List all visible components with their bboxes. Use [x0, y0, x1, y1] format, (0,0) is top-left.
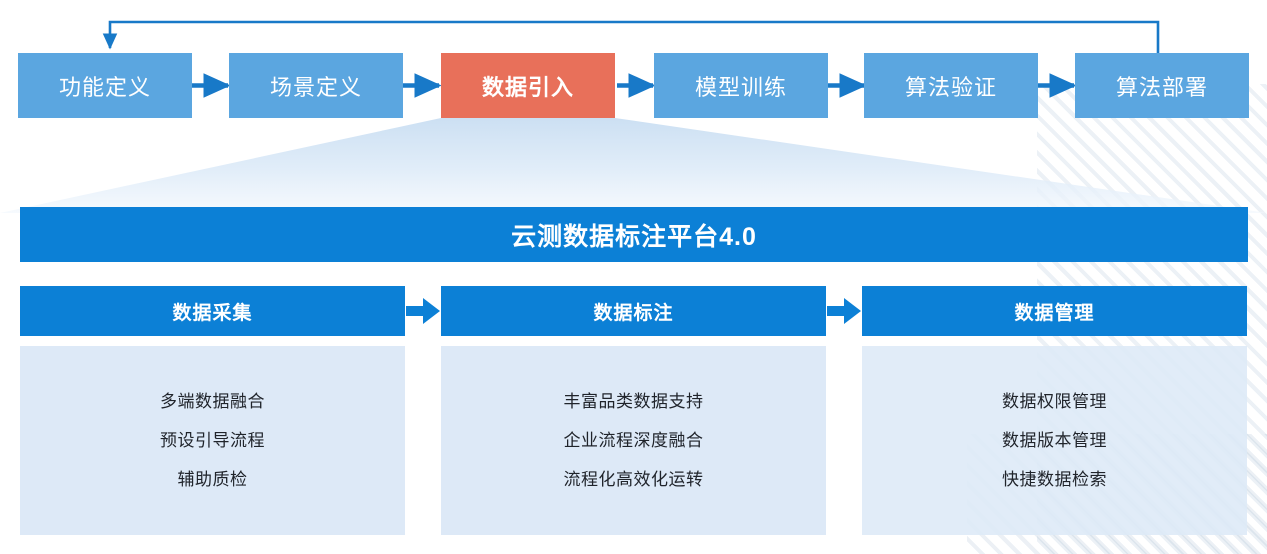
- capability-columns: 数据采集 多端数据融合 预设引导流程 辅助质检 数据标注 丰: [20, 286, 1248, 539]
- flow-step-algorithm-validation[interactable]: 算法验证: [864, 53, 1038, 118]
- flow-step-scene-definition[interactable]: 场景定义: [229, 53, 403, 118]
- feature-item: 数据版本管理: [1002, 431, 1107, 450]
- column-header-data-management[interactable]: 数据管理: [862, 286, 1247, 336]
- column-header-data-collection[interactable]: 数据采集: [20, 286, 405, 336]
- column-header-label: 数据采集: [172, 302, 253, 324]
- platform-panel: 云测数据标注平台4.0 数据采集 多端数据融合 预设引导流程 辅助质检: [20, 207, 1248, 539]
- column-data-annotation: 数据标注 丰富品类数据支持 企业流程深度融合 流程化高效化运转: [441, 286, 826, 539]
- flow-connectors: [102, 20, 1160, 98]
- column-data-collection: 数据采集 多端数据融合 预设引导流程 辅助质检: [20, 286, 405, 539]
- flow-step-label: 模型训练: [694, 74, 787, 100]
- feedback-loop-arrow: [102, 20, 1160, 53]
- flow-step-model-training[interactable]: 模型训练: [654, 53, 828, 118]
- flow-step-label: 数据引入: [481, 74, 574, 100]
- feature-item: 预设引导流程: [160, 431, 265, 450]
- feature-item: 丰富品类数据支持: [563, 392, 704, 411]
- column-body-data-collection: 多端数据融合 预设引导流程 辅助质检: [20, 346, 405, 535]
- column-body-data-annotation: 丰富品类数据支持 企业流程深度融合 流程化高效化运转: [441, 346, 826, 535]
- feature-item: 辅助质检: [177, 470, 248, 489]
- column-header-data-annotation[interactable]: 数据标注: [441, 286, 826, 336]
- column-body-data-management: 数据权限管理 数据版本管理 快捷数据检索: [862, 346, 1247, 535]
- page-title: 云测数据标注平台4.0: [511, 222, 757, 251]
- column-separator-1: [405, 286, 441, 539]
- lifecycle-flow: 功能定义 场景定义 数据引入 模型训练 算法验证 算法部署: [0, 0, 1267, 140]
- feature-item: 多端数据融合: [160, 392, 265, 411]
- flow-step-algorithm-deployment[interactable]: 算法部署: [1075, 53, 1249, 118]
- column-header-label: 数据管理: [1014, 302, 1095, 324]
- platform-title-banner: 云测数据标注平台4.0: [20, 207, 1248, 262]
- column-header-label: 数据标注: [593, 302, 674, 324]
- right-arrow-icon: [827, 298, 861, 324]
- column-separator-2: [826, 286, 862, 539]
- flow-step-label: 算法部署: [1115, 74, 1208, 100]
- flow-step-function-definition[interactable]: 功能定义: [18, 53, 192, 118]
- funnel-connector: [0, 118, 1267, 213]
- right-arrow-icon: [406, 298, 440, 324]
- flow-step-label: 算法验证: [904, 74, 997, 100]
- flow-step-data-ingestion-active[interactable]: 数据引入: [441, 53, 615, 118]
- feature-item: 企业流程深度融合: [563, 431, 704, 450]
- feature-item: 流程化高效化运转: [563, 470, 704, 489]
- feature-item: 快捷数据检索: [1002, 470, 1107, 489]
- column-data-management: 数据管理 数据权限管理 数据版本管理 快捷数据检索: [862, 286, 1247, 539]
- feature-item: 数据权限管理: [1002, 392, 1107, 411]
- flow-step-label: 场景定义: [269, 74, 362, 100]
- flow-step-label: 功能定义: [58, 74, 151, 100]
